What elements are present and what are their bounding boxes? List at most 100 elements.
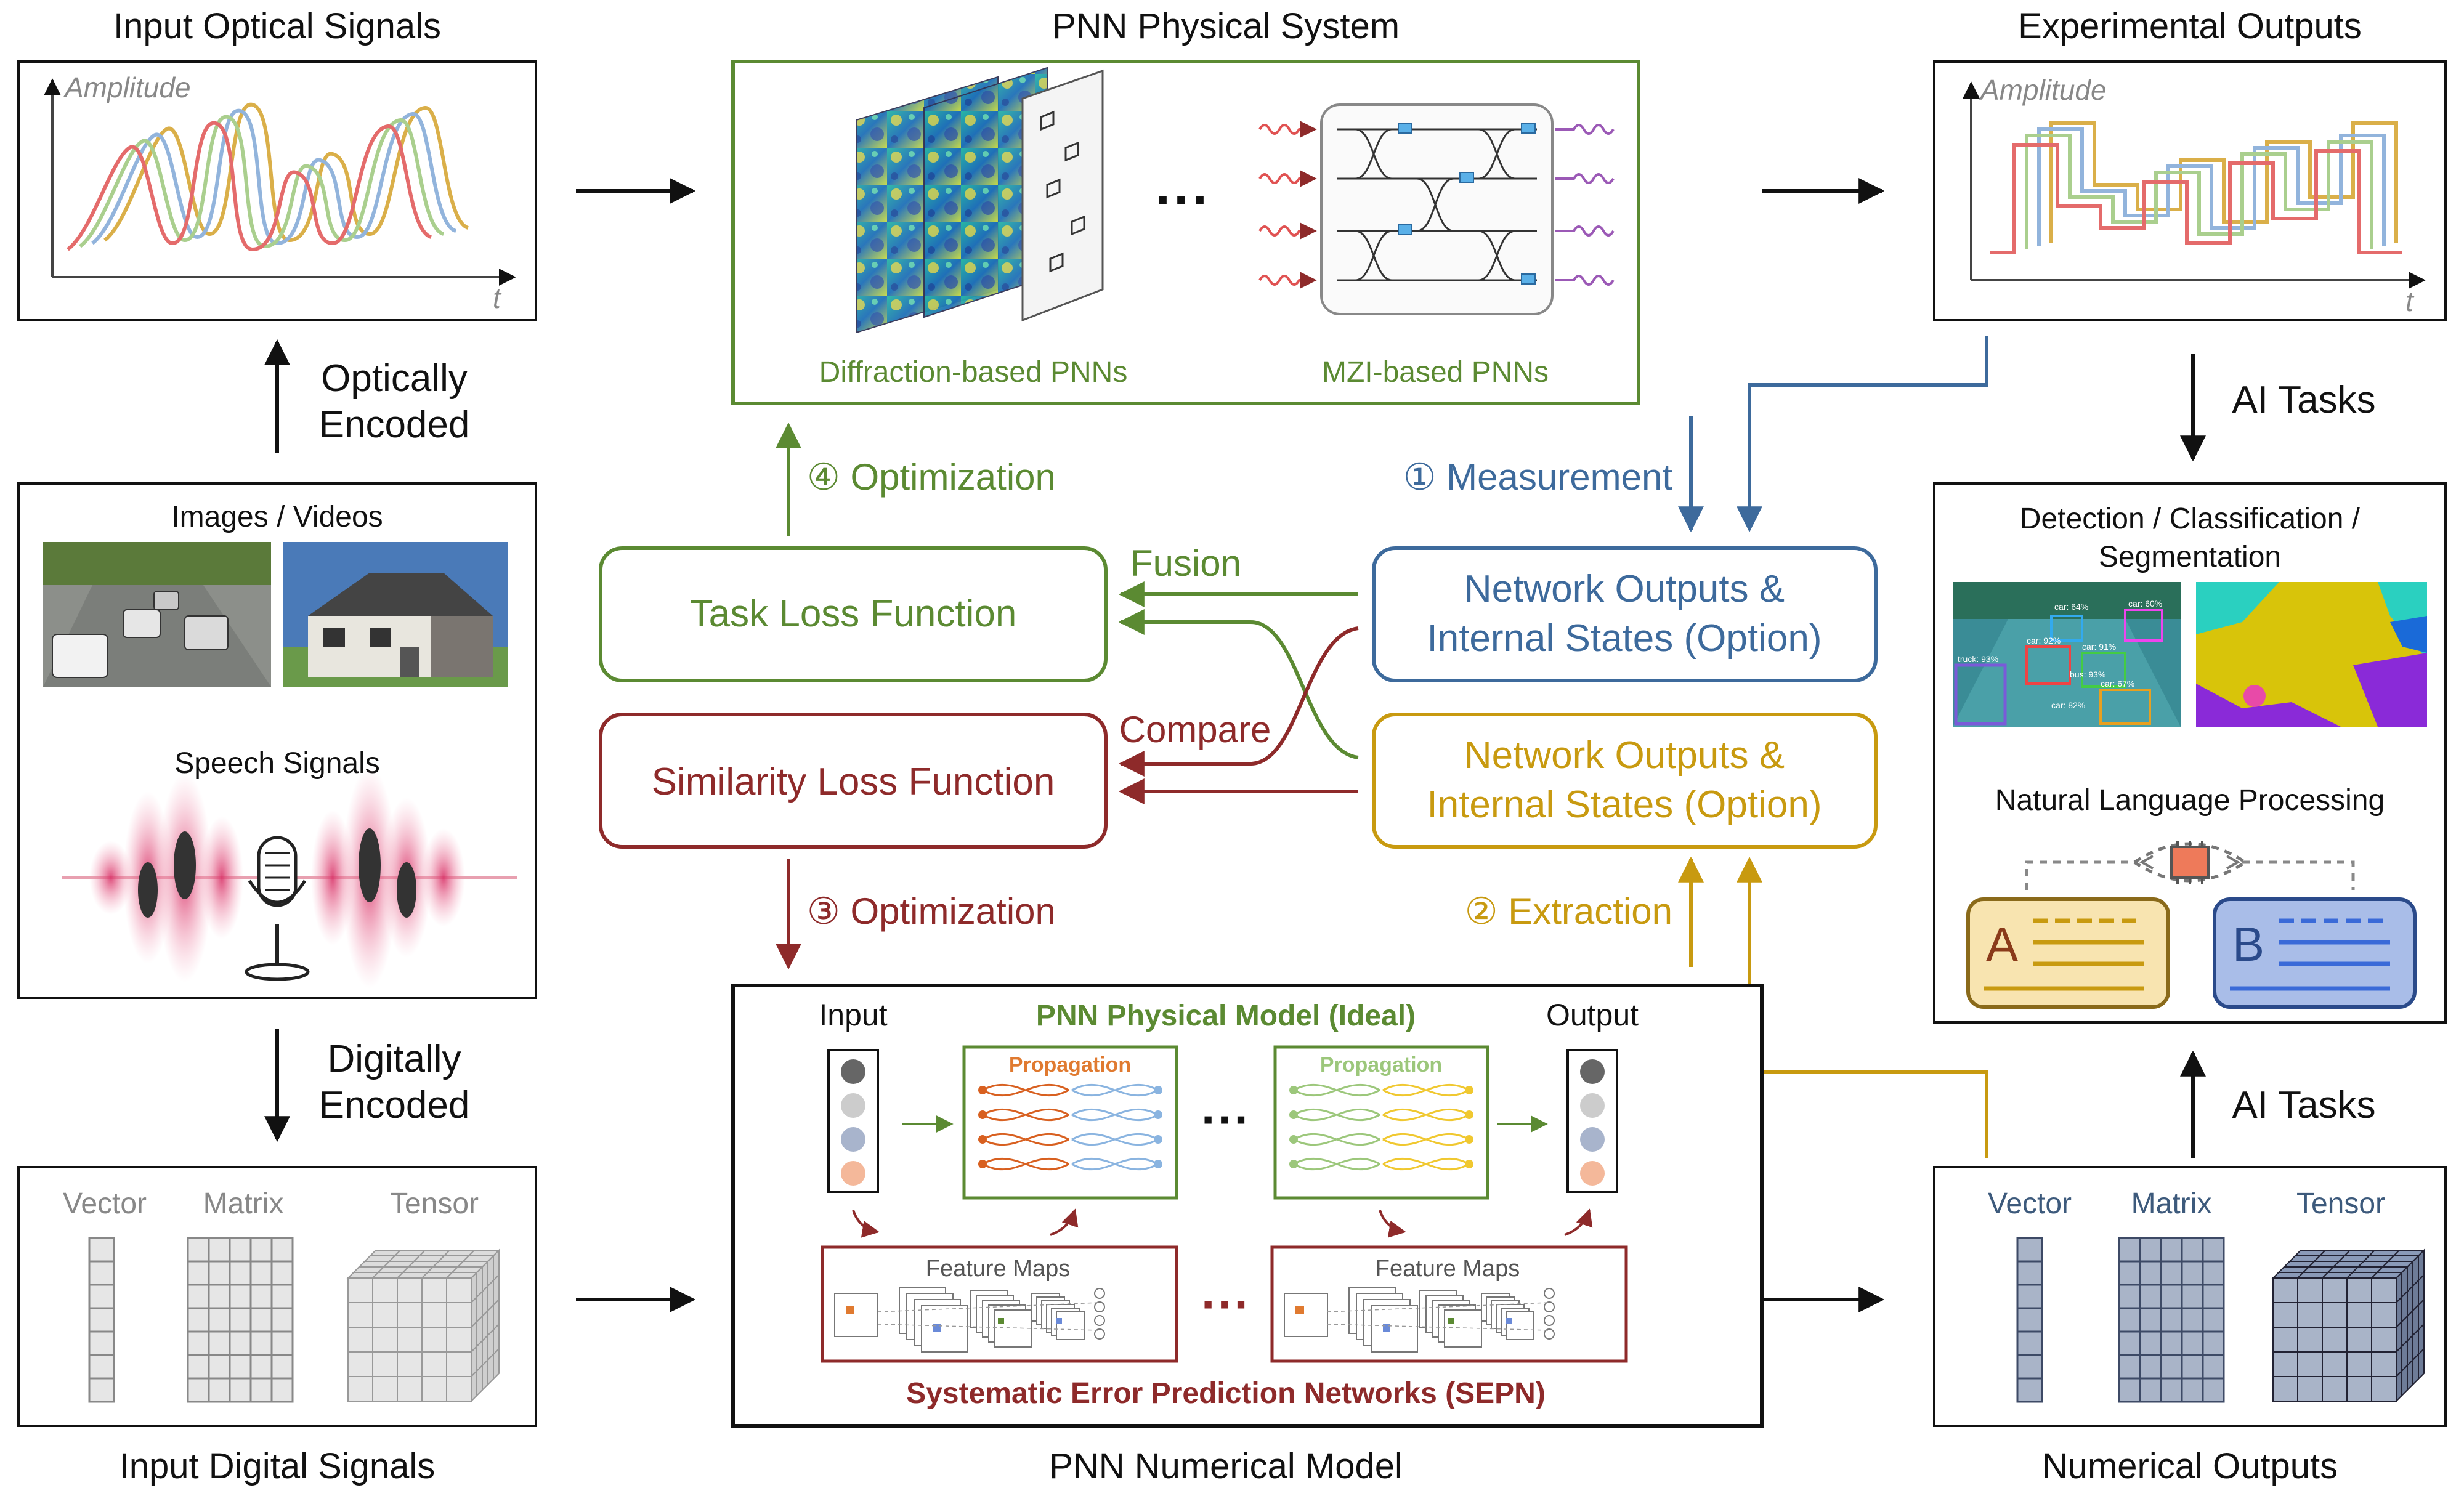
ai-tasks-top: AI Tasks — [2232, 379, 2375, 421]
detection-box-label: car: 82% — [2051, 700, 2085, 710]
document-a-letter: A — [1986, 917, 2018, 971]
images-videos-title: Images / Videos — [171, 501, 383, 533]
exp-x-label: t — [2405, 285, 2415, 317]
detection-box-label: bus: 93% — [2070, 669, 2105, 679]
optically-encoded-line1: Optically — [321, 357, 468, 400]
network-outputs-gold-box: Network Outputs & Internal States (Optio… — [1372, 713, 1878, 849]
extraction-2-label: ② Extraction — [1465, 891, 1672, 932]
input-optical-panel: Amplitude t — [17, 60, 537, 321]
feature-maps-1-label: Feature Maps — [926, 1256, 1070, 1282]
speech-signals-title: Speech Signals — [174, 747, 380, 780]
propagation-1-label: Propagation — [1009, 1053, 1131, 1077]
optimization-4-label: ④ Optimization — [807, 456, 1056, 498]
network-blue-line2: Internal States (Option) — [1427, 617, 1822, 660]
house-photo — [283, 542, 508, 687]
ai-tasks-bottom: AI Tasks — [2232, 1084, 2375, 1126]
num-matrix-label: Matrix — [2131, 1187, 2212, 1220]
detection-box-label: car: 64% — [2054, 602, 2088, 612]
detection-box-label: car: 60% — [2128, 599, 2162, 609]
segmentation-image — [2196, 582, 2427, 727]
num-vector-label: Vector — [1988, 1187, 2072, 1220]
propagation-2-label: Propagation — [1320, 1053, 1442, 1077]
similarity-loss-box: Similarity Loss Function — [599, 713, 1108, 849]
feature-map-stack-2 — [1284, 1287, 1555, 1353]
compare-label: Compare — [1119, 709, 1271, 750]
nlp-title: Natural Language Processing — [1995, 784, 2385, 817]
digitally-encoded-line1: Digitally — [327, 1038, 461, 1080]
experimental-outputs-panel: Amplitude t — [1933, 60, 2447, 321]
propagation-box-2: Propagation — [1273, 1045, 1489, 1200]
detection-box-label: car: 92% — [2027, 636, 2061, 645]
task-loss-box: Task Loss Function — [599, 546, 1108, 682]
physical-system-panel: ··· — [731, 60, 1640, 405]
physical-model-ideal-label: PNN Physical Model (Ideal) — [1036, 1000, 1416, 1032]
digital-tensor-label: Tensor — [390, 1187, 479, 1220]
output-neurons — [1566, 1049, 1618, 1193]
numerical-ellipsis-2: ··· — [1201, 1277, 1250, 1332]
input-neurons — [827, 1049, 879, 1193]
network-gold-line1: Network Outputs & — [1464, 734, 1785, 777]
detection-image: car: 64% car: 92% car: 91% bus: 93% car: 60%… — [1953, 582, 2181, 727]
input-y-label: Amplitude — [63, 71, 191, 103]
digital-matrix-label: Matrix — [203, 1187, 284, 1220]
diffraction-layers — [856, 67, 1104, 334]
detection-box-label: car: 91% — [2082, 642, 2116, 652]
document-a-icon: A — [1966, 897, 2170, 1009]
physical-ellipsis: ··· — [1155, 169, 1210, 231]
media-panel: Images / Videos Speech Signals — [17, 482, 537, 999]
similarity-loss-label: Similarity Loss Function — [652, 761, 1055, 803]
measurement-1-label: ① Measurement — [1403, 456, 1673, 498]
numerical-model-panel: Input Output PNN Physical Model (Ideal) … — [731, 984, 1764, 1428]
digitally-encoded-line2: Encoded — [319, 1084, 470, 1126]
exp-y-label: Amplitude — [1979, 74, 2107, 106]
propagation-box-1: Propagation — [962, 1045, 1178, 1200]
traffic-photo — [43, 542, 271, 687]
numerical-ellipsis-1: ··· — [1201, 1092, 1250, 1147]
input-digital-panel: Vector Matrix Tensor — [17, 1166, 537, 1427]
optimization-3-label: ③ Optimization — [807, 891, 1056, 932]
num-tensor-label: Tensor — [2296, 1187, 2385, 1220]
speech-waveform — [62, 767, 517, 989]
document-b-letter: B — [2232, 917, 2264, 971]
numerical-outputs-panel: Vector Matrix Tensor — [1933, 1166, 2447, 1427]
numerical-tensor-grid — [2271, 1248, 2426, 1403]
microphone-icon — [245, 836, 310, 981]
numerical-outputs-title: Numerical Outputs — [2042, 1446, 2338, 1486]
mzi-mesh — [1258, 103, 1615, 315]
digital-matrix-grid — [187, 1237, 294, 1403]
digital-vector-label: Vector — [63, 1187, 147, 1220]
numerical-model-title: PNN Numerical Model — [1049, 1446, 1403, 1486]
detection-line1: Detection / Classification / — [2020, 503, 2361, 535]
digital-tensor-grid — [346, 1248, 501, 1403]
numerical-vector-grid — [2016, 1237, 2043, 1403]
detection-line2: Segmentation — [2099, 541, 2281, 573]
numerical-matrix-grid — [2118, 1237, 2225, 1403]
network-outputs-blue-box: Network Outputs & Internal States (Optio… — [1372, 546, 1878, 682]
document-b-icon: B — [2213, 897, 2417, 1009]
detection-box-label: truck: 93% — [1958, 654, 1998, 664]
tasks-panel: Detection / Classification / Segmentatio… — [1933, 482, 2447, 1024]
diffraction-label: Diffraction-based PNNs — [819, 356, 1128, 389]
input-optical-title: Input Optical Signals — [113, 6, 441, 46]
chip-icon — [2025, 841, 2355, 890]
experimental-outputs-title: Experimental Outputs — [2018, 6, 2362, 46]
task-loss-label: Task Loss Function — [690, 592, 1017, 635]
sepn-label: Systematic Error Prediction Networks (SE… — [906, 1377, 1546, 1410]
physical-system-title: PNN Physical System — [1052, 6, 1400, 46]
input-digital-title: Input Digital Signals — [120, 1446, 436, 1486]
detection-box-label: car: 67% — [2101, 679, 2134, 689]
feature-maps-2-label: Feature Maps — [1376, 1256, 1520, 1282]
network-blue-line1: Network Outputs & — [1464, 568, 1785, 610]
input-label: Input — [819, 998, 887, 1032]
optically-encoded-line2: Encoded — [319, 403, 470, 446]
network-gold-line2: Internal States (Option) — [1427, 783, 1822, 826]
digital-vector-grid — [88, 1237, 115, 1403]
fusion-label: Fusion — [1130, 543, 1241, 584]
input-x-label: t — [493, 282, 502, 314]
output-label: Output — [1546, 998, 1639, 1032]
feature-maps-box-1: Feature Maps — [821, 1245, 1178, 1363]
mzi-label: MZI-based PNNs — [1322, 356, 1549, 389]
feature-map-stack-1 — [834, 1287, 1105, 1353]
feature-maps-box-2: Feature Maps — [1270, 1245, 1628, 1363]
